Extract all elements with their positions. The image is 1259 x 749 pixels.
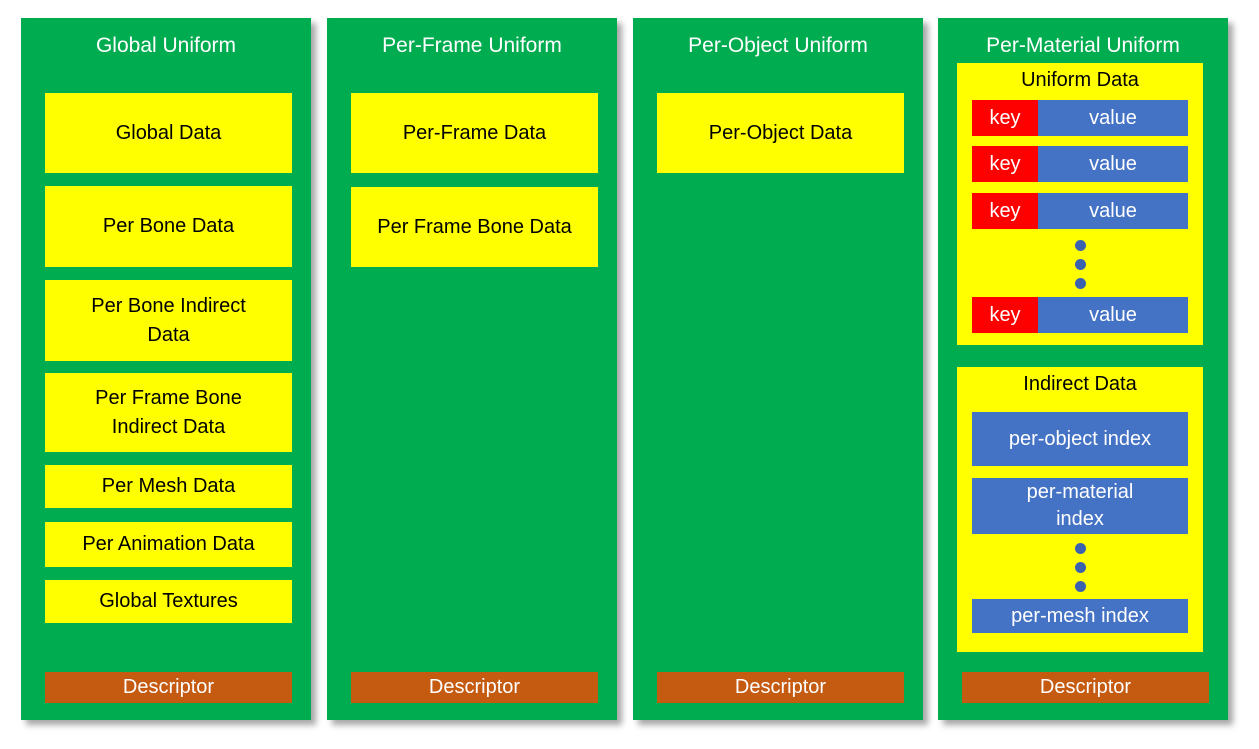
- panel-per-object-uniform: Per-Object Uniform Per-Object Data Descr…: [633, 18, 923, 720]
- dot-icon: [1074, 278, 1086, 289]
- uniform-data-container: Uniform Data key value key value key val…: [957, 63, 1203, 345]
- data-box-per-frame-bone-data: Per Frame Bone Data: [351, 187, 598, 267]
- dot-icon: [1074, 562, 1086, 573]
- key-value-row: key value: [972, 100, 1188, 136]
- panel-per-frame-uniform: Per-Frame Uniform Per-Frame Data Per Fra…: [327, 18, 617, 720]
- per-object-index-box: per-object index: [972, 412, 1188, 466]
- dot-icon: [1074, 240, 1086, 251]
- descriptor-badge: Descriptor: [657, 672, 904, 703]
- descriptor-badge: Descriptor: [45, 672, 292, 703]
- per-material-index-box: per-material index: [972, 478, 1188, 534]
- data-box-per-frame-bone-indirect-data: Per Frame Bone Indirect Data: [45, 373, 292, 452]
- key-cell: key: [972, 146, 1038, 182]
- data-box-per-mesh-data: Per Mesh Data: [45, 465, 292, 508]
- value-cell: value: [1038, 193, 1188, 229]
- key-cell: key: [972, 193, 1038, 229]
- key-value-row: key value: [972, 193, 1188, 229]
- key-value-row: key value: [972, 297, 1188, 333]
- value-cell: value: [1038, 297, 1188, 333]
- ellipsis-dots-icon: [957, 543, 1203, 592]
- data-box-per-animation-data: Per Animation Data: [45, 522, 292, 567]
- data-box-per-frame-data: Per-Frame Data: [351, 93, 598, 173]
- key-cell: key: [972, 100, 1038, 136]
- data-box-per-object-data: Per-Object Data: [657, 93, 904, 173]
- panel-per-material-uniform: Per-Material Uniform Uniform Data key va…: [938, 18, 1228, 720]
- uniform-data-title: Uniform Data: [1021, 69, 1139, 91]
- data-box-per-bone-indirect-data: Per Bone Indirect Data: [45, 280, 292, 361]
- dot-icon: [1074, 543, 1086, 554]
- descriptor-badge: Descriptor: [962, 672, 1209, 703]
- ellipsis-dots-icon: [957, 240, 1203, 289]
- data-box-global-data: Global Data: [45, 93, 292, 173]
- dot-icon: [1074, 259, 1086, 270]
- data-box-global-textures: Global Textures: [45, 580, 292, 623]
- panel-title-per-material-uniform: Per-Material Uniform: [986, 34, 1180, 57]
- value-cell: value: [1038, 146, 1188, 182]
- key-value-row: key value: [972, 146, 1188, 182]
- panel-global-uniform: Global Uniform Global Data Per Bone Data…: [21, 18, 311, 720]
- panel-title-global-uniform: Global Uniform: [95, 34, 237, 57]
- descriptor-badge: Descriptor: [351, 672, 598, 703]
- per-mesh-index-box: per-mesh index: [972, 599, 1188, 633]
- value-cell: value: [1038, 100, 1188, 136]
- indirect-data-container: Indirect Data per-object index per-mater…: [957, 367, 1203, 652]
- indirect-data-title: Indirect Data: [1023, 373, 1137, 395]
- key-cell: key: [972, 297, 1038, 333]
- data-box-per-bone-data: Per Bone Data: [45, 186, 292, 267]
- panel-title-per-object-uniform: Per-Object Uniform: [688, 34, 868, 57]
- dot-icon: [1074, 581, 1086, 592]
- panel-title-per-frame-uniform: Per-Frame Uniform: [382, 34, 562, 57]
